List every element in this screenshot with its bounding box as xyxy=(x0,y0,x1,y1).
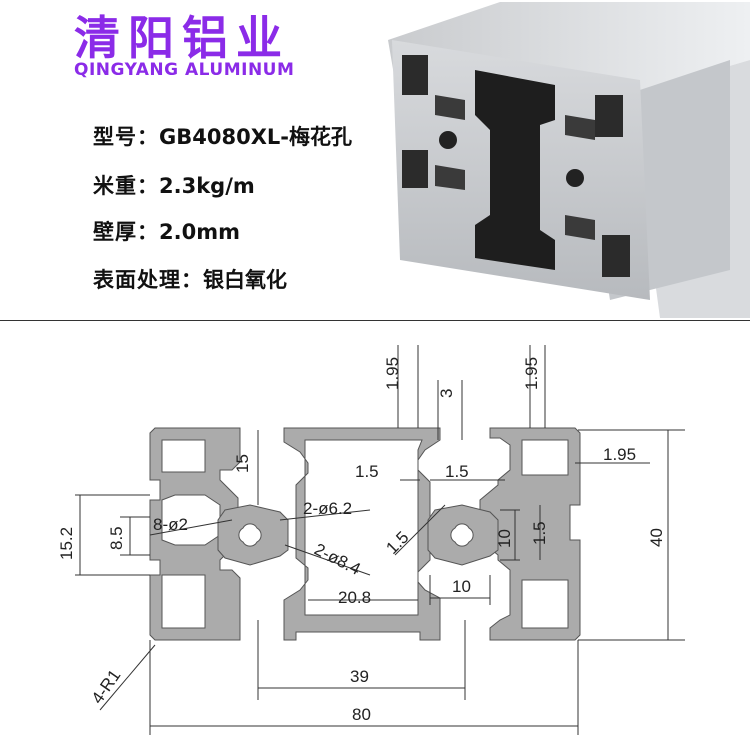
dim-width-80: 80 xyxy=(352,705,371,724)
dim-h15: 15 xyxy=(233,454,252,473)
dim-top-right-wall: 1.95 xyxy=(522,357,541,390)
section-divider xyxy=(0,320,750,321)
dim-height-40: 40 xyxy=(647,528,666,547)
spec-finish: 表面处理：银白氧化 xyxy=(93,264,287,294)
brand-name-cn: 清阳铝业 xyxy=(74,11,290,65)
spec-model: 型号：GB4080XL-梅花孔 xyxy=(93,121,352,151)
profile-section xyxy=(149,427,581,641)
dim-radius: 4-R1 xyxy=(88,666,125,707)
dim-w10: 10 xyxy=(452,577,471,596)
spec-value: GB4080XL-梅花孔 xyxy=(159,125,352,149)
dim-holes-mid: 2-ø6.2 xyxy=(303,499,352,518)
spec-value: 银白氧化 xyxy=(203,268,287,292)
spec-label: 米重： xyxy=(93,174,159,198)
brand-name-en: QINGYANG ALUMINUM xyxy=(74,60,295,80)
spec-label: 壁厚： xyxy=(93,220,159,244)
dim-holes-big: 2-ø8.4 xyxy=(311,540,363,579)
spec-value: 2.0mm xyxy=(159,220,240,244)
dim-w1-5-right: 1.5 xyxy=(445,462,469,481)
profile-photo xyxy=(388,2,750,318)
spec-thickness: 壁厚：2.0mm xyxy=(93,216,240,246)
technical-drawing: 1.95 3 1.95 1.95 15 1.5 1.5 15.2 8.5 8-ø… xyxy=(57,345,685,735)
dim-diag-1-5: 1.5 xyxy=(382,528,412,558)
dim-h1-5: 1.5 xyxy=(530,521,549,545)
spec-weight: 米重：2.3kg/m xyxy=(93,170,255,200)
dim-h8-5: 8.5 xyxy=(107,526,126,550)
dim-top-left-wall: 1.95 xyxy=(383,357,402,390)
dimension-lines xyxy=(75,345,685,735)
dim-h15-2: 15.2 xyxy=(57,527,76,560)
spec-value: 2.3kg/m xyxy=(159,174,255,198)
dim-right-wall: 1.95 xyxy=(603,445,636,464)
dim-holes-small: 8-ø2 xyxy=(153,515,188,534)
dim-w1-5-left: 1.5 xyxy=(355,462,379,481)
dim-top-slot: 3 xyxy=(437,389,456,398)
spec-label: 型号： xyxy=(93,125,159,149)
dim-w20-8: 20.8 xyxy=(338,588,371,607)
dim-h10: 10 xyxy=(495,529,514,548)
spec-label: 表面处理： xyxy=(93,268,203,292)
dim-w39: 39 xyxy=(350,667,369,686)
